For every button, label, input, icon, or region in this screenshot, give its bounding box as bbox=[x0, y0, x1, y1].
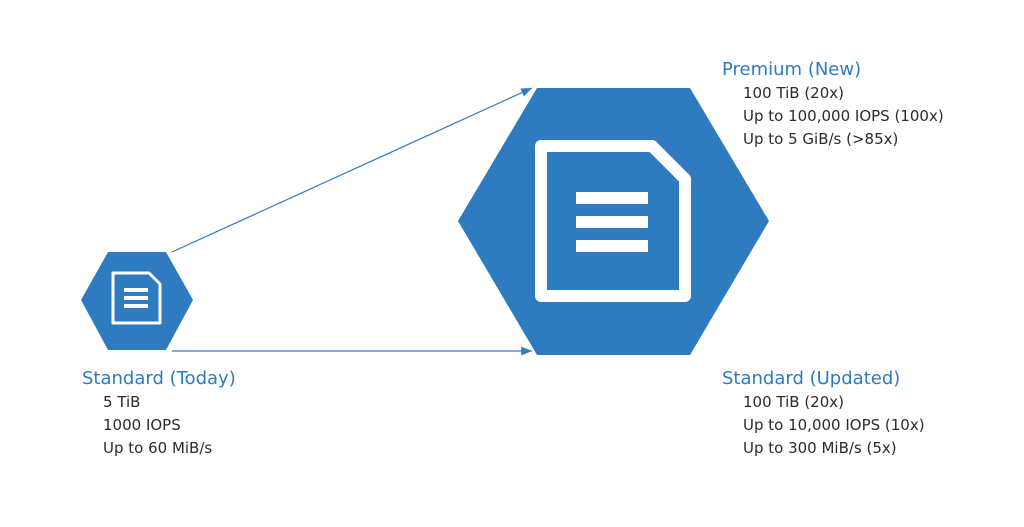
premium-new-iops: Up to 100,000 IOPS (100x) bbox=[743, 107, 944, 125]
small-hexagon bbox=[81, 252, 193, 350]
file-share-icon bbox=[111, 271, 162, 325]
standard-today-capacity: 5 TiB bbox=[103, 393, 141, 411]
premium-new-specs: 100 TiB (20x) Up to 100,000 IOPS (100x) … bbox=[722, 82, 944, 151]
standard-today-iops: 1000 IOPS bbox=[103, 416, 181, 434]
premium-new-title: Premium (New) bbox=[722, 59, 862, 80]
standard-updated-capacity: 100 TiB (20x) bbox=[743, 393, 844, 411]
standard-updated-block: Standard (Updated) 100 TiB (20x) Up to 1… bbox=[722, 367, 925, 460]
premium-new-capacity: 100 TiB (20x) bbox=[743, 84, 844, 102]
small-file-line-2 bbox=[124, 296, 148, 300]
large-hexagon bbox=[458, 88, 769, 355]
premium-new-block: Premium (New) 100 TiB (20x) Up to 100,00… bbox=[722, 58, 944, 151]
standard-updated-specs: 100 TiB (20x) Up to 10,000 IOPS (10x) Up… bbox=[722, 391, 925, 460]
standard-today-specs: 5 TiB 1000 IOPS Up to 60 MiB/s bbox=[82, 391, 236, 460]
standard-today-title: Standard (Today) bbox=[82, 368, 236, 389]
standard-updated-title: Standard (Updated) bbox=[722, 368, 901, 389]
small-hexagon-shape bbox=[81, 252, 193, 350]
small-file-outline bbox=[111, 271, 162, 325]
file-share-icon bbox=[535, 140, 691, 302]
large-file-outline bbox=[535, 140, 691, 302]
small-file-line-1 bbox=[124, 288, 148, 292]
small-file-line-3 bbox=[124, 304, 148, 308]
large-file-line-2 bbox=[576, 216, 648, 228]
large-file-line-3 bbox=[576, 240, 648, 252]
premium-new-throughput: Up to 5 GiB/s (>85x) bbox=[743, 130, 899, 148]
standard-today-throughput: Up to 60 MiB/s bbox=[103, 439, 213, 457]
standard-today-block: Standard (Today) 5 TiB 1000 IOPS Up to 6… bbox=[82, 367, 236, 460]
standard-updated-iops: Up to 10,000 IOPS (10x) bbox=[743, 416, 925, 434]
arrow-to-premium bbox=[171, 87, 533, 253]
standard-updated-throughput: Up to 300 MiB/s (5x) bbox=[743, 439, 897, 457]
large-file-line-1 bbox=[576, 192, 648, 204]
